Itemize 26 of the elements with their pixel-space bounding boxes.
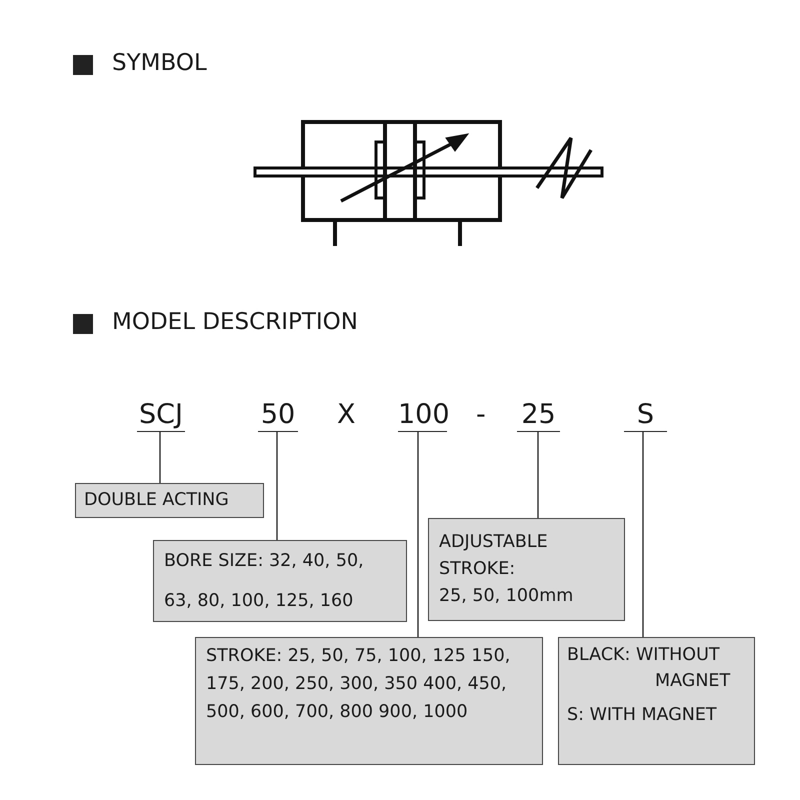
model-code-segment: SCJ [137, 399, 185, 432]
leader-line [642, 432, 644, 637]
description-text: 25, 50, 100mm [439, 585, 574, 608]
description-box [195, 637, 543, 765]
leader-line [537, 432, 539, 518]
description-text: DOUBLE ACTING [84, 489, 230, 512]
section-heading: MODEL DESCRIPTION [112, 309, 358, 335]
description-text: BORE SIZE: 32, 40, 50, 63, 80, 100, 125, 160 [164, 550, 365, 613]
description-text: ADJUSTABLE STROKE: [439, 531, 549, 581]
description-text: BLACK: WITHOUT MAGNET [567, 644, 732, 693]
description-box [75, 483, 264, 518]
description-text: S: WITH MAGNET [567, 704, 718, 727]
leader-line [159, 432, 161, 483]
separator-text: - [476, 399, 486, 431]
model-code-segment: 50 [258, 399, 298, 432]
model-code-segment: 100 [398, 399, 447, 432]
separator-text: X [337, 399, 356, 431]
description-box [558, 637, 755, 765]
model-code-segment: 25 [517, 399, 560, 432]
description-text: STROKE: 25, 50, 75, 100, 125 150, 175, 200, 250, 300, 350 400, 450, 500, 600, 700, 800 900, 1000 [206, 645, 512, 724]
description-box [153, 540, 407, 622]
model-code-segment: S [624, 399, 667, 432]
leader-line [276, 432, 278, 540]
section-heading: SYMBOL [112, 50, 207, 76]
leader-line [417, 432, 419, 637]
description-box [428, 518, 625, 621]
